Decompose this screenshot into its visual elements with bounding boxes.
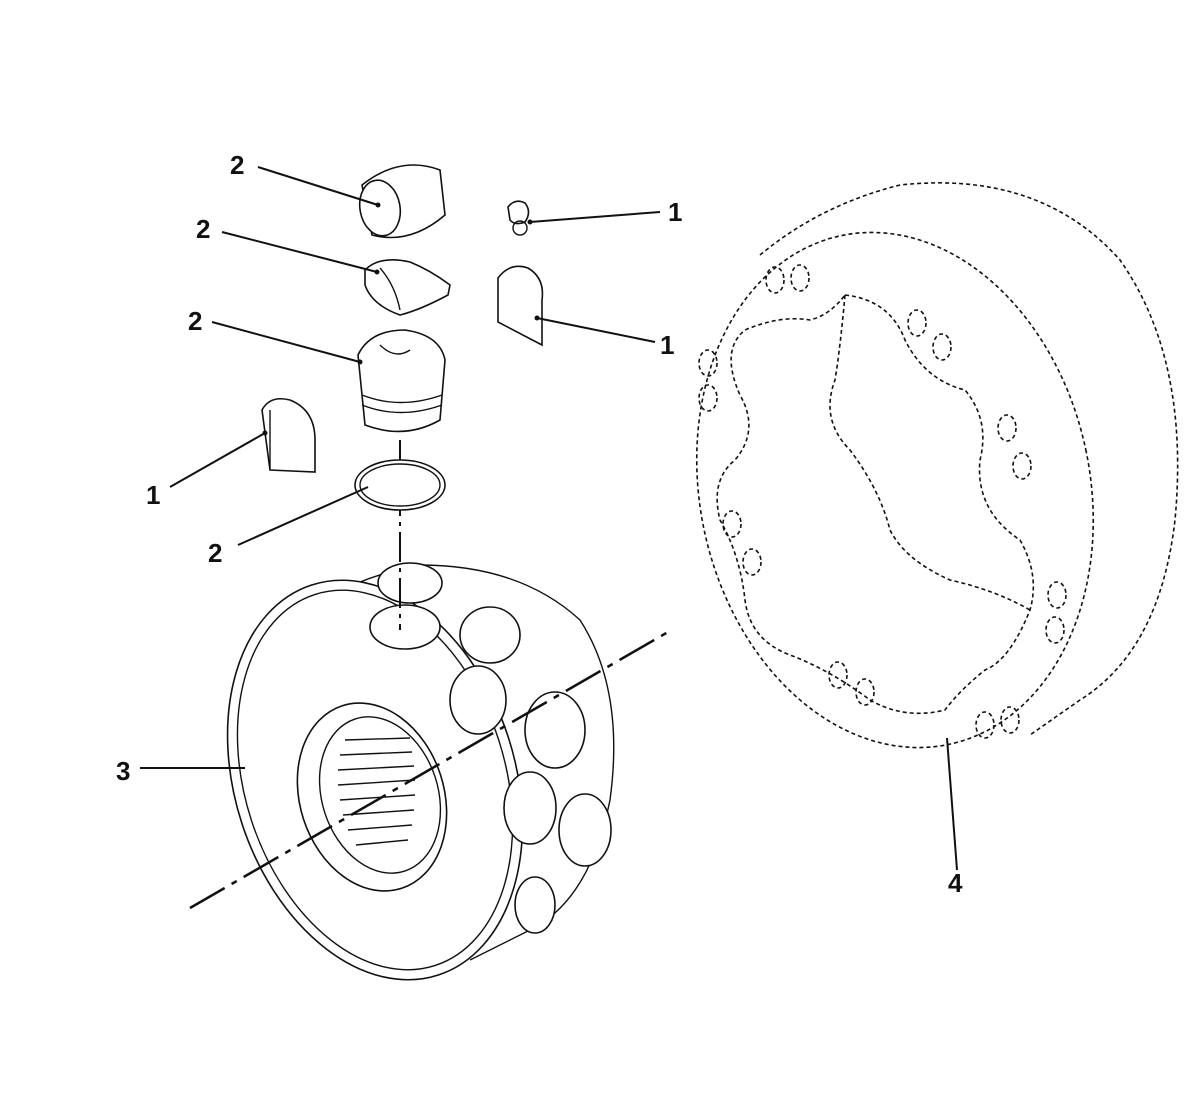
callout-piston: 2 (188, 306, 203, 336)
callout-roller: 2 (230, 150, 245, 180)
piston-part (357, 329, 446, 433)
half-shell-part (364, 259, 451, 316)
side-plate-left-part (261, 397, 316, 473)
callout-side-plate-left: 1 (146, 480, 161, 510)
roller-part (358, 164, 446, 239)
callout-side-plate-right: 1 (660, 330, 675, 360)
callout-retaining-ring: 2 (208, 538, 223, 568)
retaining-ring-part (354, 459, 446, 511)
callout-half-shell: 2 (196, 214, 211, 244)
side-plate-right-part (497, 265, 544, 347)
callout-pin: 1 (668, 197, 683, 227)
pin-part (507, 200, 533, 236)
stator-ring-part-4 (695, 182, 1179, 749)
callout-rotor: 3 (116, 756, 131, 786)
rotor-part-3 (226, 562, 615, 981)
callout-stator: 4 (948, 868, 963, 898)
leader-lines (140, 166, 958, 871)
rotor-axis-line (189, 630, 669, 910)
